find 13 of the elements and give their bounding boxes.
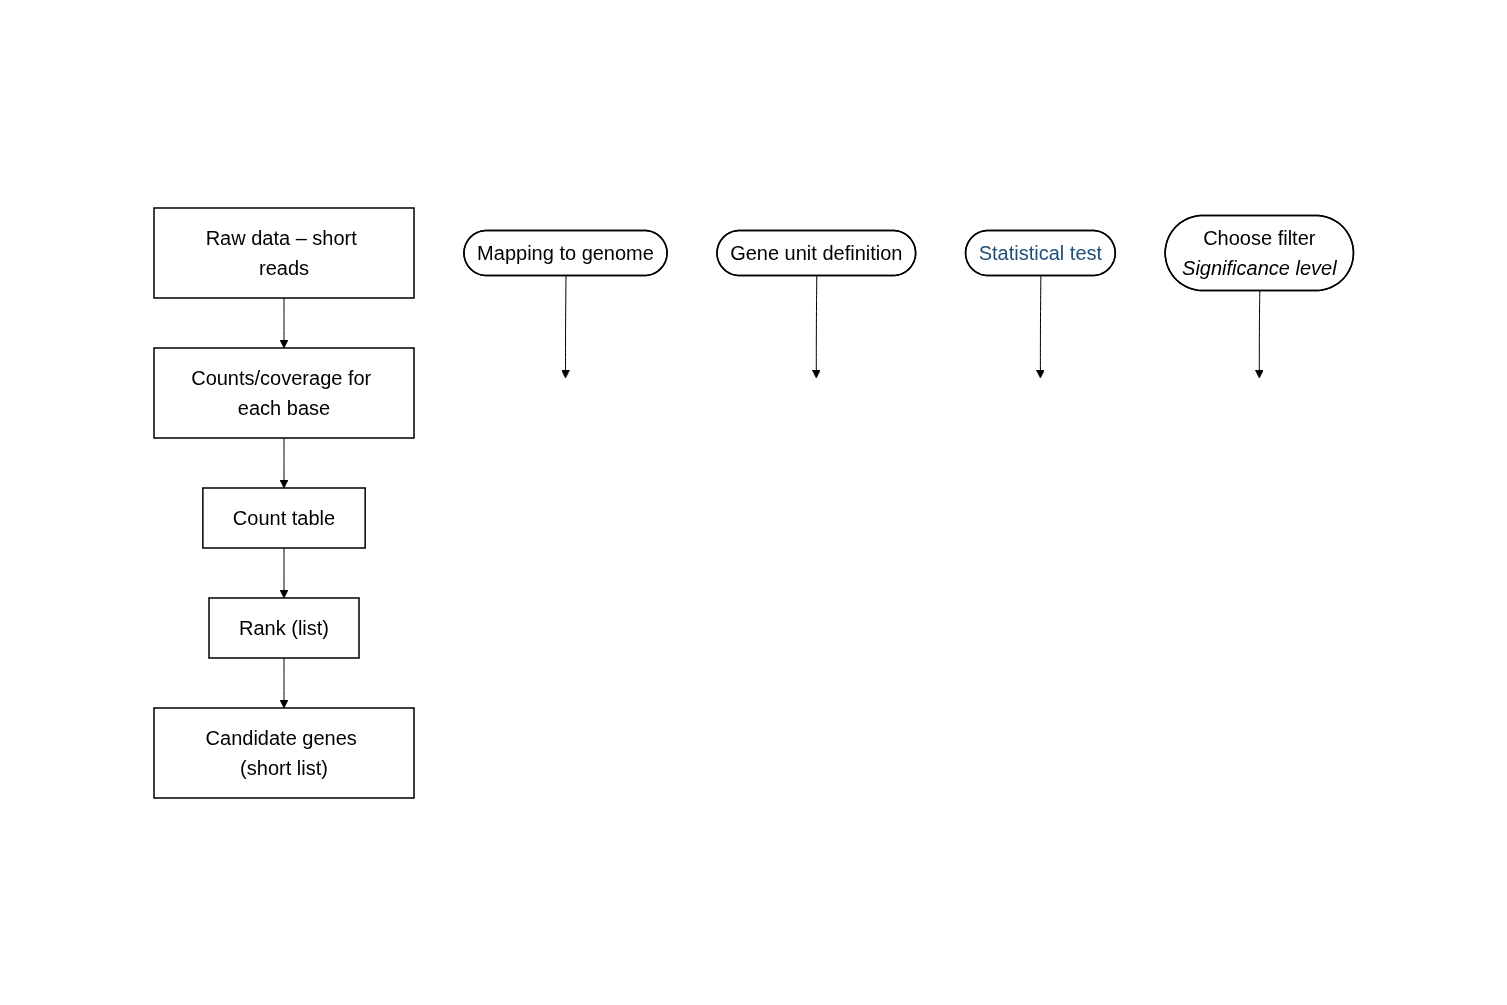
arrow xyxy=(1254,290,1264,378)
node-box: Count table xyxy=(201,486,366,549)
node-box: Counts/coverage for each base xyxy=(153,346,415,439)
node-box: Raw data – short reads xyxy=(153,206,415,299)
node-box: Candidate genes (short list) xyxy=(153,706,415,799)
arrow xyxy=(811,275,821,378)
node-box: Rank (list) xyxy=(208,596,360,659)
arrow xyxy=(279,547,289,598)
arrow xyxy=(279,297,289,348)
arrow xyxy=(279,437,289,488)
arrow xyxy=(1035,275,1045,378)
arrow xyxy=(560,275,570,378)
arrow xyxy=(279,657,289,708)
